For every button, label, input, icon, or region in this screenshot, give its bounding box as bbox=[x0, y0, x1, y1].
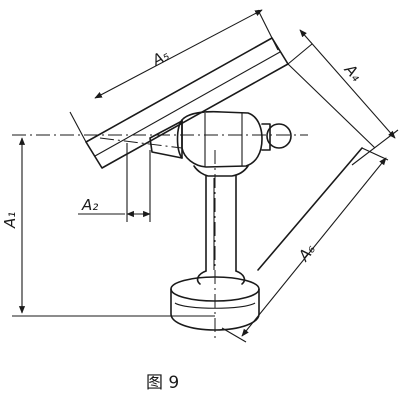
dimension-a4: A₄ bbox=[287, 29, 399, 166]
slanted-bar bbox=[85, 37, 289, 169]
dimension-a5: A₅ bbox=[69, 9, 273, 143]
shaft bbox=[193, 165, 249, 285]
center-lines bbox=[12, 134, 308, 338]
dimension-a2: A₂ bbox=[78, 143, 151, 222]
head-assembly bbox=[149, 110, 292, 168]
dimension-a1: A₁ bbox=[1, 137, 215, 317]
figure-caption: 图 9 bbox=[146, 373, 179, 393]
label-a1: A₁ bbox=[1, 212, 19, 229]
label-a6: A₆ bbox=[294, 241, 319, 266]
label-a4: A₄ bbox=[340, 60, 365, 85]
dimension-a6: A₆ bbox=[221, 147, 389, 343]
label-a2: A₂ bbox=[81, 196, 98, 214]
label-a5: A₅ bbox=[148, 46, 172, 70]
